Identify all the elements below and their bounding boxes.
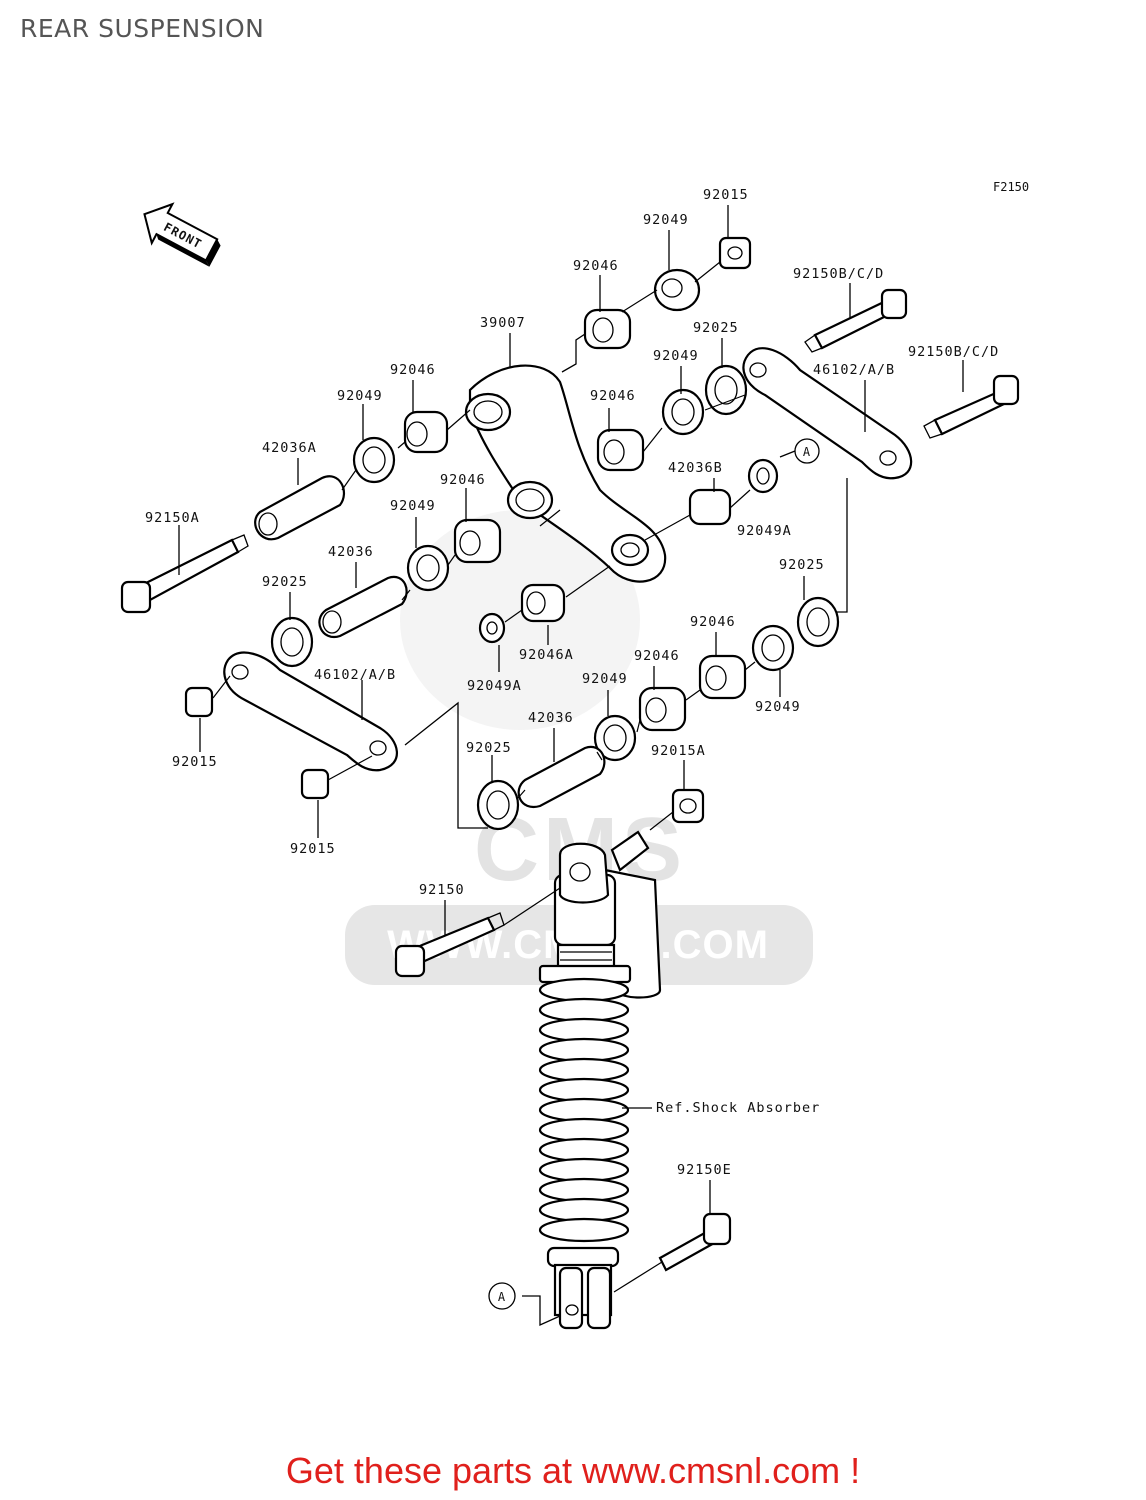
reference-label-shock-absorber: Ref.Shock Absorber xyxy=(656,1100,820,1116)
reference-marker-a-bottom: A xyxy=(488,1282,516,1310)
promo-link[interactable]: Get these parts at www.cmsnl.com ! xyxy=(285,1450,861,1491)
leader-lines xyxy=(178,205,964,1327)
figure-code: F2150 xyxy=(993,180,1030,194)
part-labels: 92015 92049 92046 92150B/C/D 39007 92025… xyxy=(145,187,999,1178)
part-label-92015: 92015 xyxy=(703,187,749,203)
part-label-92025: 92025 xyxy=(779,557,825,573)
part-label-92025: 92025 xyxy=(693,320,739,336)
part-label-92150bcd: 92150B/C/D xyxy=(793,266,884,282)
page-title: REAR SUSPENSION xyxy=(20,14,265,43)
part-label-46102ab: 46102/A/B xyxy=(314,667,396,683)
part-label-92049a: 92049A xyxy=(737,523,792,539)
part-label-92150a: 92150A xyxy=(145,510,200,526)
reference-marker-a-top: A xyxy=(794,438,820,464)
spring-coil xyxy=(538,1157,630,1183)
part-label-92015: 92015 xyxy=(290,841,336,857)
part-label-92046: 92046 xyxy=(390,362,436,378)
part-label-92049: 92049 xyxy=(653,348,699,364)
exploded-parts-diagram: CMS WWW.CMSNL.COM FRONT xyxy=(120,187,1020,1330)
part-label-42036b: 42036B xyxy=(668,460,723,476)
part-label-92046: 92046 xyxy=(590,388,636,404)
spring-coil xyxy=(538,997,630,1023)
alignment-lines xyxy=(212,261,756,1293)
spring-coil xyxy=(538,1017,630,1043)
spring-coil xyxy=(538,1097,630,1123)
part-label-92015a: 92015A xyxy=(651,743,706,759)
promo-banner: Get these parts at www.cmsnl.com ! xyxy=(0,1450,1146,1492)
part-label-92046a: 92046A xyxy=(519,647,574,663)
part-label-92025: 92025 xyxy=(262,574,308,590)
rocker-arm-39007 xyxy=(464,364,667,583)
part-label-92046: 92046 xyxy=(634,648,680,664)
front-arrow-icon: FRONT xyxy=(143,202,221,267)
part-label-92049: 92049 xyxy=(755,699,801,715)
svg-text:A: A xyxy=(803,445,811,459)
part-label-92049: 92049 xyxy=(582,671,628,687)
part-label-92025: 92025 xyxy=(466,740,512,756)
part-label-92150: 92150 xyxy=(419,882,465,898)
part-label-92046: 92046 xyxy=(440,472,486,488)
tie-rod-left xyxy=(223,651,398,772)
part-label-42036a: 42036A xyxy=(262,440,317,456)
part-label-92049: 92049 xyxy=(643,212,689,228)
spring-coil xyxy=(538,1177,630,1203)
spring-coil xyxy=(538,977,630,1003)
part-label-39007: 39007 xyxy=(480,315,526,331)
hardware-parts xyxy=(120,236,1020,1272)
tie-rod-right xyxy=(742,347,913,480)
part-label-92049a: 92049A xyxy=(467,678,522,694)
spring-coil xyxy=(538,1137,630,1163)
shock-spring xyxy=(538,977,630,1243)
svg-text:A: A xyxy=(498,1290,506,1304)
spring-coil xyxy=(538,1217,630,1243)
part-label-92015: 92015 xyxy=(172,754,218,770)
part-label-42036: 42036 xyxy=(328,544,374,560)
part-label-42036: 42036 xyxy=(528,710,574,726)
part-label-92046: 92046 xyxy=(690,614,736,630)
spring-coil xyxy=(538,1077,630,1103)
part-label-92150e: 92150E xyxy=(677,1162,732,1178)
spring-coil xyxy=(538,1197,630,1223)
part-label-92049: 92049 xyxy=(337,388,383,404)
shock-absorber xyxy=(538,830,662,1330)
part-label-46102ab: 46102/A/B xyxy=(813,362,895,378)
spring-coil xyxy=(538,1057,630,1083)
part-label-92046: 92046 xyxy=(573,258,619,274)
spring-coil xyxy=(538,1037,630,1063)
spring-coil xyxy=(538,1117,630,1143)
part-label-92049: 92049 xyxy=(390,498,436,514)
part-label-92150bcd: 92150B/C/D xyxy=(908,344,999,360)
